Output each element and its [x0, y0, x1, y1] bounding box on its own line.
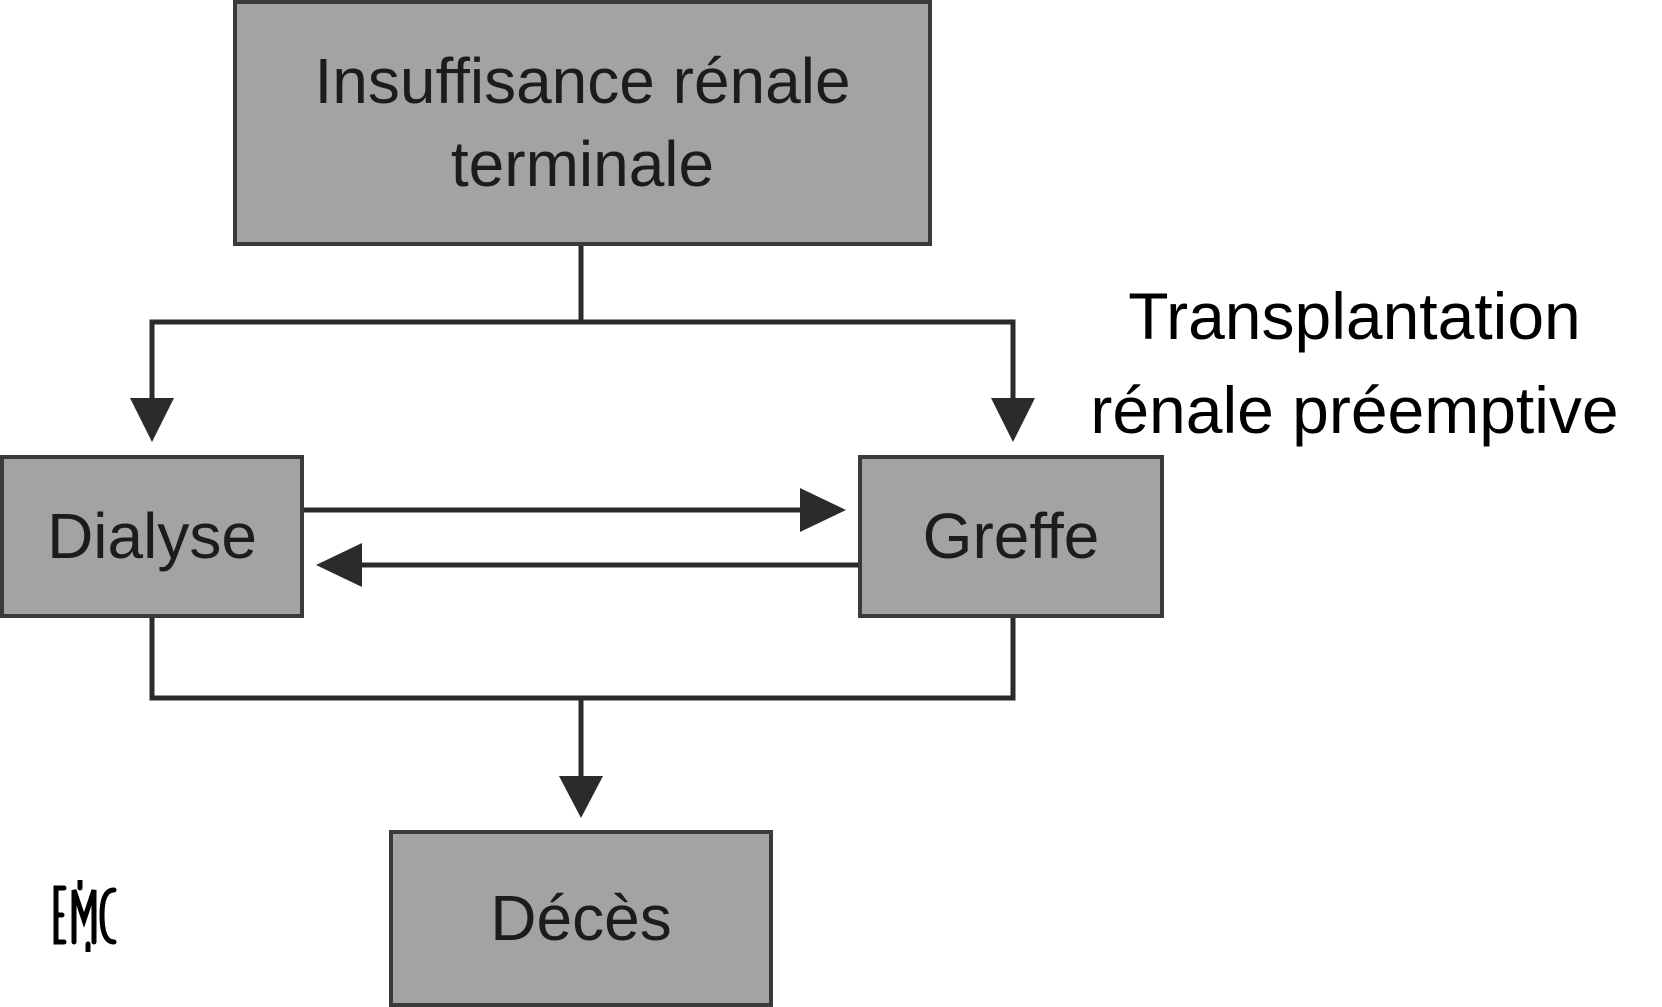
node-greffe-label: Greffe — [922, 499, 1100, 572]
arrowhead-deces — [559, 776, 603, 818]
node-insuffisance-renale-terminale: Insuffisance rénale terminale — [233, 0, 932, 246]
arrowhead-dialyse-to-greffe — [800, 488, 846, 532]
node-dialyse-label: Dialyse — [47, 499, 257, 572]
annotation-line2: rénale préemptive — [1090, 372, 1619, 447]
node-deces: Décès — [389, 830, 773, 1007]
node-irt-line1: Insuffisance rénale — [314, 44, 851, 117]
node-greffe: Greffe — [858, 455, 1164, 618]
arrowhead-dialyse — [130, 398, 174, 442]
arrowheads — [130, 398, 1035, 818]
edge-merge-to-deces — [149, 615, 1016, 788]
node-irt-line2: terminale — [450, 128, 715, 200]
arrowhead-greffe — [991, 398, 1035, 442]
edge-irt-split — [149, 243, 1016, 325]
annotation-transplantation-preemptive: Transplantation rénale préemptive — [1052, 270, 1657, 457]
annotation-line1: Transplantation — [1128, 279, 1581, 353]
node-dialyse: Dialyse — [0, 455, 304, 618]
node-deces-label: Décès — [490, 881, 672, 954]
emc-logo — [53, 880, 117, 952]
arrowhead-greffe-to-dialyse — [316, 543, 362, 587]
